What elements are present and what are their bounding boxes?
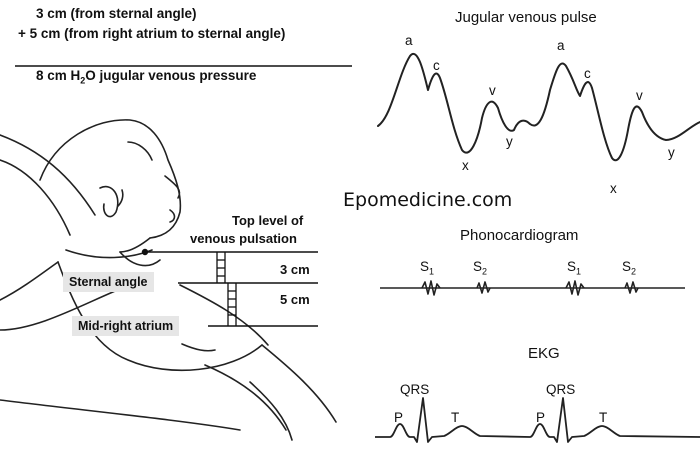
phono-label-s2-2: S2 xyxy=(622,259,637,277)
jvp-label-v-2: v xyxy=(636,88,643,103)
patient-sketch xyxy=(0,119,337,441)
neck-front xyxy=(119,251,161,267)
watermark: Epomedicine.com xyxy=(343,189,513,211)
bed-line-mid xyxy=(0,159,71,236)
jvp-label-a-1: a xyxy=(405,33,413,48)
calc-line-3: 8 cm H2O jugular venous pressure xyxy=(36,68,257,86)
mouth xyxy=(169,209,176,223)
bed-line-top xyxy=(0,134,96,216)
head-outline xyxy=(39,119,182,239)
mid-right-atrium-label: Mid-right atrium xyxy=(72,316,180,336)
clavicle xyxy=(179,284,269,346)
bed-edge-bottom xyxy=(0,399,241,431)
reference-lines xyxy=(141,248,318,327)
ladders xyxy=(216,252,237,326)
jvp-title: Jugular venous pulse xyxy=(455,9,597,26)
jaw-line xyxy=(119,237,151,253)
arm-upper xyxy=(261,344,337,423)
eye-area xyxy=(127,141,153,161)
nose xyxy=(164,175,181,199)
ear xyxy=(99,185,119,218)
s1-burst-1 xyxy=(421,280,441,296)
jvp-waveform xyxy=(377,52,700,162)
s2-burst-1 xyxy=(476,281,491,294)
jvp-label-x-1: x xyxy=(462,158,469,173)
ekg-title: EKG xyxy=(528,345,560,362)
chest-detail xyxy=(181,343,216,352)
ear-inner xyxy=(117,189,124,207)
top-level-label-line2: venous pulsation xyxy=(190,231,297,246)
jvp-label-x-2: x xyxy=(610,181,617,196)
phono-label-s2-1: S2 xyxy=(473,259,488,277)
neck-lower xyxy=(65,249,153,259)
phonocardiogram xyxy=(380,280,685,296)
ekg-label-p-2: P xyxy=(536,410,546,425)
pillow-edge xyxy=(0,261,59,301)
phono-title: Phonocardiogram xyxy=(460,227,579,244)
arm-lower xyxy=(204,364,287,431)
phono-label-s1-2: S1 xyxy=(567,259,582,277)
calc-line-1: 3 cm (from sternal angle) xyxy=(36,6,197,21)
jvp-label-y-1: y xyxy=(506,134,513,149)
s2-burst-2 xyxy=(624,281,639,294)
measure-upper-label: 3 cm xyxy=(280,262,310,277)
chest-outline xyxy=(57,261,263,372)
ekg-label-qrs-2: QRS xyxy=(546,382,576,397)
measure-lower-label: 5 cm xyxy=(280,292,310,307)
top-level-label-line1: Top level of xyxy=(232,213,304,228)
jvp-label-c-1: c xyxy=(433,58,440,73)
jvp-label-a-2: a xyxy=(557,38,565,53)
ekg-label-t-1: T xyxy=(451,410,460,425)
torso-side xyxy=(249,381,293,441)
phono-label-s1-1: S1 xyxy=(420,259,435,277)
pulsation-dot xyxy=(141,248,149,256)
ekg-trace xyxy=(375,397,700,443)
jvp-label-y-2: y xyxy=(668,145,675,160)
jvp-label-v-1: v xyxy=(489,83,496,98)
sternal-angle-label: Sternal angle xyxy=(63,272,154,292)
ekg-label-p-1: P xyxy=(394,410,404,425)
calc-line-2: + 5 cm (from right atrium to sternal ang… xyxy=(18,26,286,41)
jvp-label-c-2: c xyxy=(584,66,591,81)
s1-burst-2 xyxy=(565,280,585,296)
ekg-label-qrs-1: QRS xyxy=(400,382,430,397)
ekg-label-t-2: T xyxy=(599,410,608,425)
